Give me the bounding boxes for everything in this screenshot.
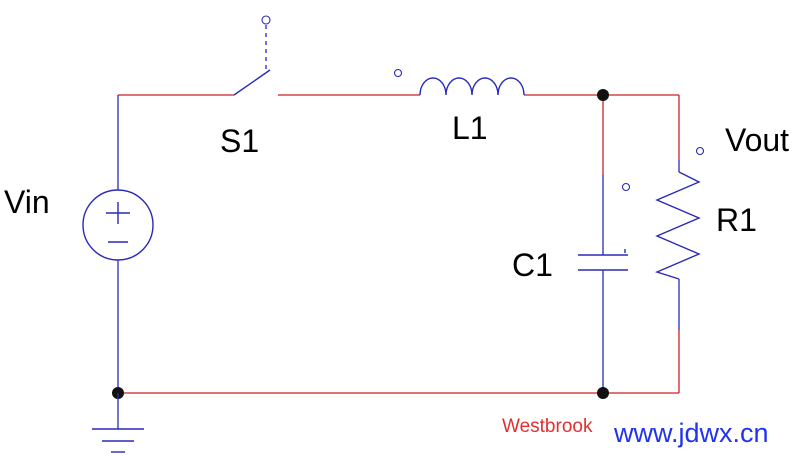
- vout-pin: [695, 146, 705, 156]
- watermark-author: Westbrook: [502, 416, 593, 437]
- capacitor-pin: [621, 182, 631, 192]
- l1-label: L1: [452, 110, 488, 146]
- switch-control-pin: [261, 15, 271, 25]
- inductor-icon: [393, 68, 525, 96]
- node-bottom-right: [597, 387, 609, 399]
- c1-label: C1: [512, 247, 553, 283]
- r1-label: R1: [716, 202, 757, 238]
- resistor-icon: [654, 146, 705, 280]
- inductor-polarity-dot: [393, 68, 403, 78]
- watermark-site: www.jdwx.cn: [614, 418, 769, 448]
- capacitor-icon: [578, 182, 631, 271]
- voltage-source-icon: [82, 189, 154, 261]
- node-top-right: [597, 89, 609, 101]
- vin-label: Vin: [4, 184, 50, 220]
- ground-icon: [92, 393, 144, 453]
- vout-label: Vout: [725, 122, 790, 158]
- s1-label: S1: [220, 123, 260, 159]
- switch-icon: [233, 15, 271, 96]
